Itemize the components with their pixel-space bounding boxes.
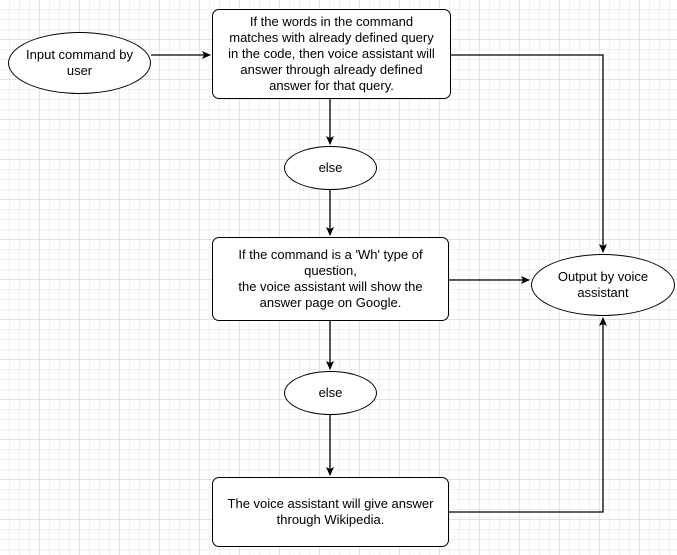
output-node: Output by voice assistant — [531, 254, 675, 316]
start-node-label: Input command by user — [26, 47, 133, 78]
process-box-wikipedia-label: The voice assistant will give answer thr… — [227, 496, 434, 527]
else-decision-1-label: else — [318, 160, 343, 175]
process-box-google-search: If the command is a 'Wh' type of questio… — [212, 237, 449, 321]
process-box-predefined-query-label: If the words in the command matches with… — [228, 14, 435, 93]
output-node-label: Output by voice assistant — [557, 269, 649, 300]
process-box-google-search-label: If the command is a 'Wh' type of questio… — [238, 247, 423, 310]
else-decision-2: else — [284, 371, 377, 415]
process-box-wikipedia: The voice assistant will give answer thr… — [212, 477, 449, 547]
edge-process-1-to-output — [451, 54, 607, 253]
edge-process-3-to-output — [449, 317, 607, 513]
process-box-predefined-query: If the words in the command matches with… — [212, 9, 451, 99]
start-node: Input command by user — [8, 32, 151, 94]
else-decision-2-label: else — [318, 385, 343, 400]
else-decision-1: else — [284, 146, 377, 190]
